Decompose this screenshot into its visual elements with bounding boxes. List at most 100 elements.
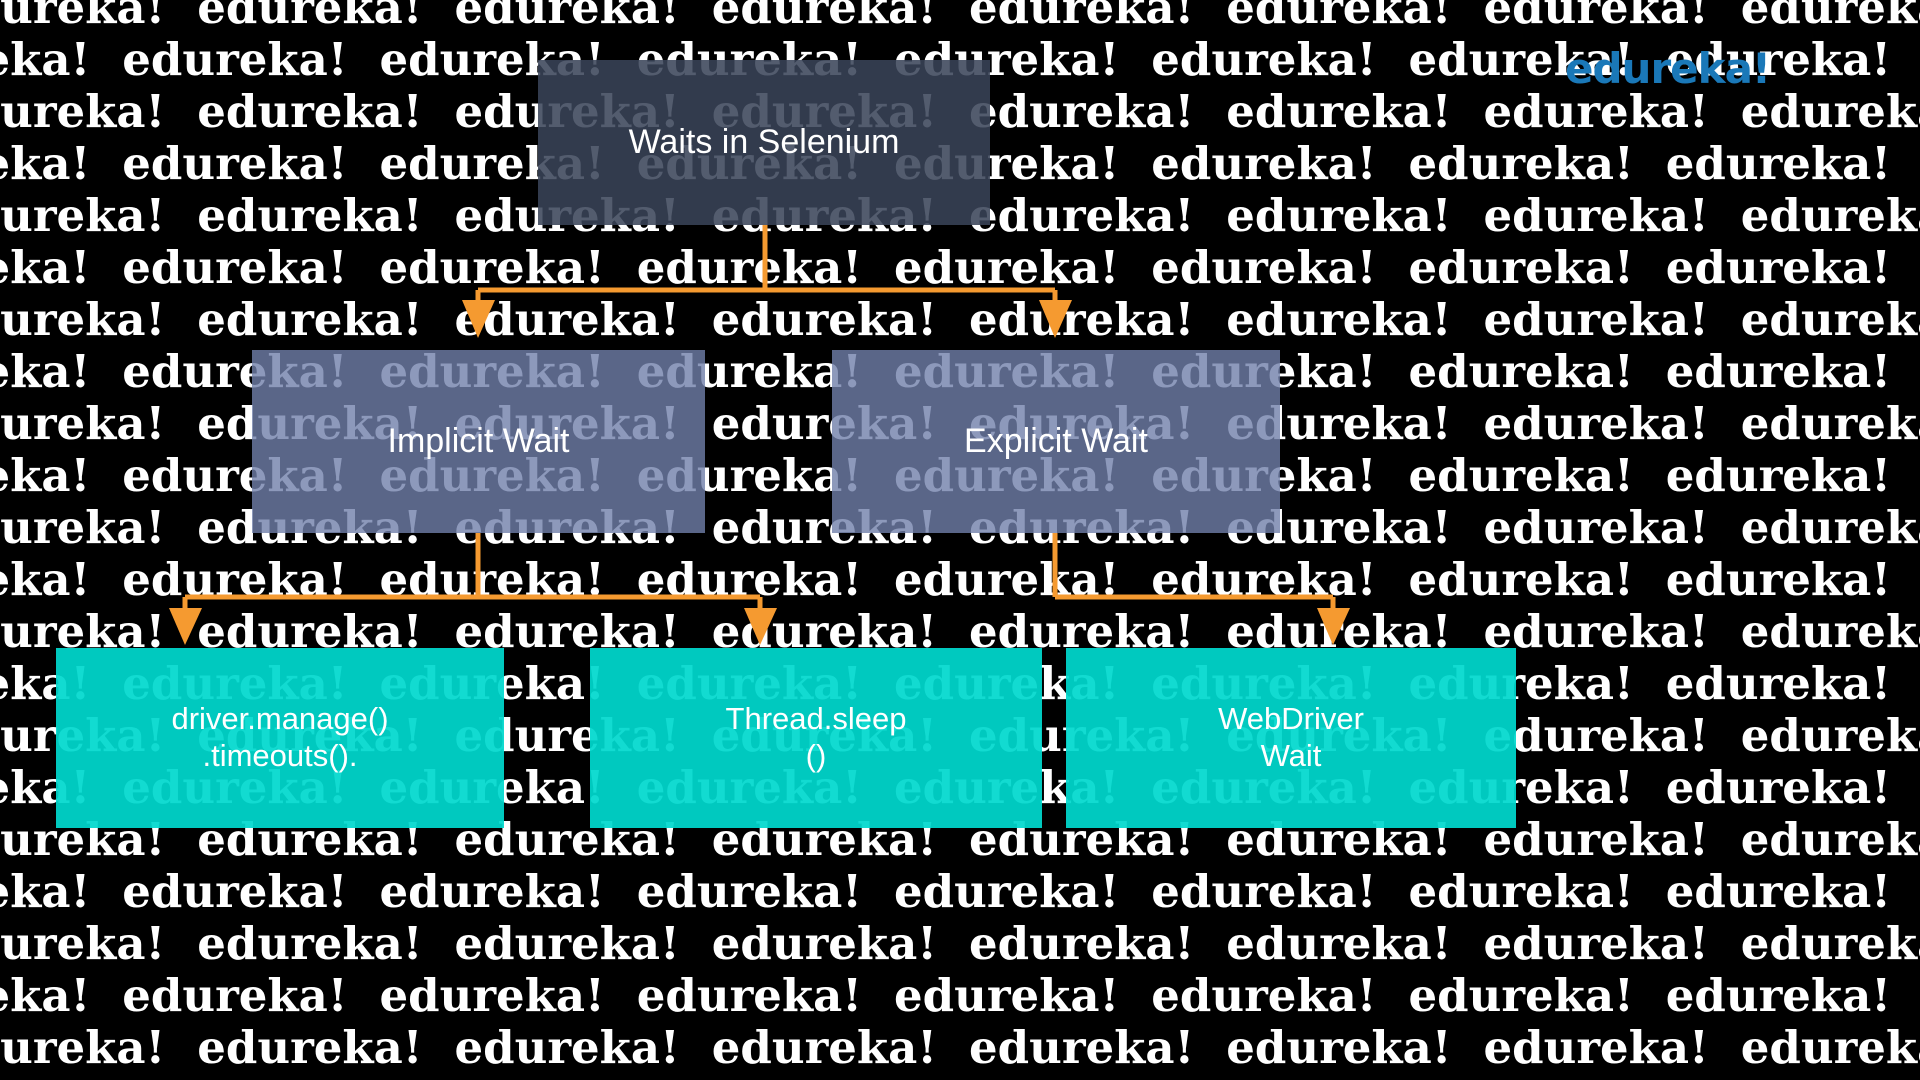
watermark-word: edureka!: [379, 553, 605, 606]
watermark-word: edureka!: [969, 1021, 1195, 1074]
watermark-word: edureka!: [1483, 1021, 1709, 1074]
watermark-word: edureka!: [1740, 709, 1920, 762]
node-webdriver-wait: WebDriver Wait: [1066, 648, 1516, 828]
watermark-word: edureka!: [1665, 241, 1891, 294]
watermark-word: edureka!: [1408, 449, 1634, 502]
watermark-word: edureka!: [636, 969, 862, 1022]
watermark-word: edureka!: [969, 293, 1195, 346]
watermark-word: edureka!: [1483, 709, 1709, 762]
arrowhead-sleep: [744, 608, 777, 645]
watermark-word: edureka!: [0, 345, 91, 398]
watermark-word: edureka!: [1408, 969, 1634, 1022]
watermark-word: edureka!: [0, 293, 166, 346]
watermark-word: edureka!: [454, 0, 680, 34]
watermark-word: edureka!: [1740, 397, 1920, 450]
arrowhead-implicit: [462, 300, 495, 338]
watermark-row: edureka! edureka! edureka! edureka! edureka!…: [0, 554, 1920, 606]
watermark-word: edureka!: [1740, 813, 1920, 866]
watermark-word: edureka!: [1226, 293, 1452, 346]
watermark-word: edureka!: [197, 0, 423, 34]
watermark-word: edureka!: [969, 0, 1195, 34]
watermark-word: edureka!: [379, 241, 605, 294]
watermark-word: edureka!: [1483, 917, 1709, 970]
watermark-word: edureka!: [1151, 553, 1377, 606]
watermark-word: edureka!: [197, 293, 423, 346]
edureka-logo: edureka!: [1565, 44, 1771, 93]
watermark-word: edureka!: [1665, 553, 1891, 606]
watermark-row: edureka! edureka! edureka! edureka! edureka!…: [0, 866, 1920, 918]
watermark-row: edureka! edureka! edureka! edureka! edureka!…: [0, 1022, 1920, 1074]
watermark-word: edureka!: [1483, 189, 1709, 242]
watermark-word: edureka!: [0, 865, 91, 918]
watermark-word: edureka!: [1408, 137, 1634, 190]
watermark-word: edureka!: [1740, 605, 1920, 658]
watermark-word: edureka!: [1151, 865, 1377, 918]
watermark-word: edureka!: [197, 917, 423, 970]
watermark-word: edureka!: [1740, 0, 1920, 34]
watermark-word: edureka!: [1226, 85, 1452, 138]
watermark-word: edureka!: [894, 553, 1120, 606]
arrowhead-explicit: [1039, 300, 1072, 338]
watermark-word: edureka!: [1665, 345, 1891, 398]
node-thread-sleep: Thread.sleep (): [590, 648, 1042, 828]
watermark-word: edureka!: [1665, 865, 1891, 918]
watermark-word: edureka!: [0, 137, 91, 190]
watermark-word: edureka!: [1483, 397, 1709, 450]
watermark-word: edureka!: [969, 917, 1195, 970]
node-waits-in-selenium: Waits in Selenium: [538, 60, 990, 225]
watermark-word: edureka!: [0, 501, 166, 554]
watermark-word: edureka!: [636, 865, 862, 918]
watermark-word: edureka!: [1483, 501, 1709, 554]
watermark-word: edureka!: [197, 1021, 423, 1074]
watermark-word: edureka!: [1408, 345, 1634, 398]
watermark-row: edureka! edureka! edureka! edureka! edureka!…: [0, 0, 1920, 34]
watermark-word: edureka!: [894, 969, 1120, 1022]
watermark-word: edureka!: [894, 865, 1120, 918]
watermark-word: edureka!: [0, 189, 166, 242]
watermark-row: edureka! edureka! edureka! edureka! edureka!…: [0, 294, 1920, 346]
watermark-word: edureka!: [379, 865, 605, 918]
watermark-word: edureka!: [894, 241, 1120, 294]
node-driver-manage-timeouts: driver.manage() .timeouts().: [56, 648, 504, 828]
watermark-word: edureka!: [711, 293, 937, 346]
arrowhead-webdriverwait: [1317, 608, 1350, 645]
watermark-word: edureka!: [0, 449, 91, 502]
watermark-word: edureka!: [1483, 293, 1709, 346]
watermark-word: edureka!: [1665, 969, 1891, 1022]
watermark-word: edureka!: [454, 293, 680, 346]
watermark-word: edureka!: [454, 917, 680, 970]
watermark-word: edureka!: [711, 1021, 937, 1074]
watermark-word: edureka!: [1740, 293, 1920, 346]
watermark-word: edureka!: [1483, 813, 1709, 866]
watermark-word: edureka!: [969, 189, 1195, 242]
watermark-word: edureka!: [0, 917, 166, 970]
watermark-word: edureka!: [122, 137, 348, 190]
watermark-word: edureka!: [1151, 969, 1377, 1022]
watermark-word: edureka!: [122, 865, 348, 918]
watermark-word: edureka!: [197, 189, 423, 242]
watermark-word: edureka!: [197, 85, 423, 138]
watermark-word: edureka!: [0, 1021, 166, 1074]
watermark-word: edureka!: [1408, 865, 1634, 918]
watermark-word: edureka!: [1226, 1021, 1452, 1074]
watermark-word: edureka!: [711, 0, 937, 34]
arrowhead-timeouts: [169, 608, 202, 645]
watermark-word: edureka!: [1151, 137, 1377, 190]
watermark-word: edureka!: [1740, 189, 1920, 242]
watermark-row: edureka! edureka! edureka! edureka! edureka!…: [0, 970, 1920, 1022]
watermark-word: edureka!: [1226, 917, 1452, 970]
watermark-word: edureka!: [711, 917, 937, 970]
watermark-word: edureka!: [122, 553, 348, 606]
watermark-word: edureka!: [1483, 0, 1709, 34]
watermark-word: edureka!: [0, 85, 166, 138]
watermark-word: edureka!: [0, 553, 91, 606]
watermark-word: edureka!: [454, 1021, 680, 1074]
watermark-word: edureka!: [379, 969, 605, 1022]
watermark-word: edureka!: [0, 969, 91, 1022]
watermark-word: edureka!: [0, 0, 166, 34]
watermark-word: edureka!: [0, 33, 91, 86]
watermark-word: edureka!: [1665, 137, 1891, 190]
watermark-word: edureka!: [0, 397, 166, 450]
watermark-word: edureka!: [1151, 241, 1377, 294]
